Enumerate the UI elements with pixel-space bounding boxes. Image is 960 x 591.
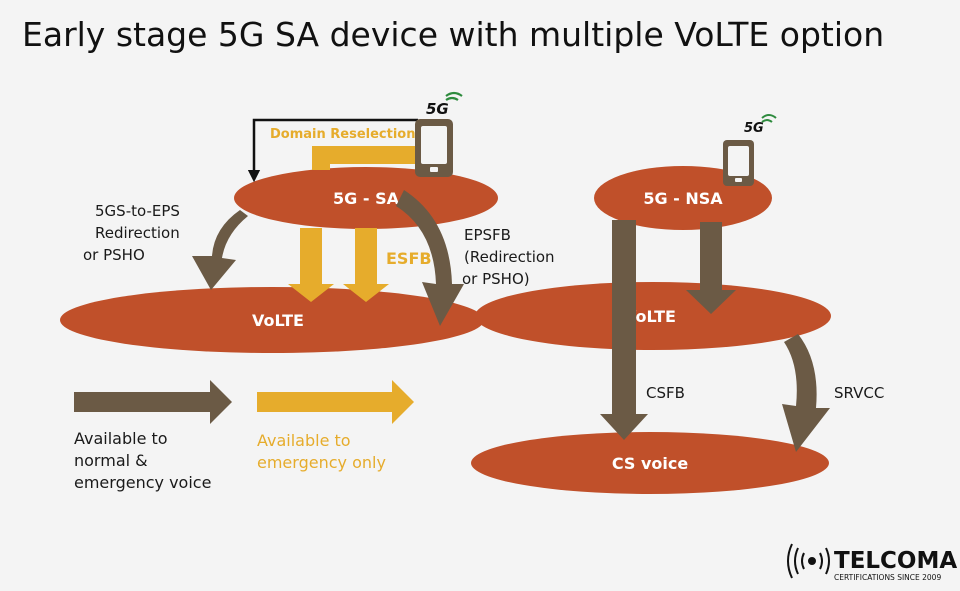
node-5g-sa [234,167,498,229]
legend-emergency-line-1: Available to [257,431,351,450]
epsfb-label-1: EPSFB [464,226,511,244]
node-volte-left-label: VoLTE [252,311,304,330]
signal-icon [761,114,777,123]
legend-normal-line-3: emergency voice [74,473,211,492]
node-volte-left [60,287,484,353]
csfb-label: CSFB [646,384,685,402]
srvcc-label: SRVCC [834,384,884,402]
domain-reselection-gold-loop [312,146,418,170]
epsfb-arrow [396,190,464,326]
legend-brown-arrow [74,380,232,424]
signal-icon [445,91,463,101]
node-cs-voice-label: CS voice [612,454,689,473]
logo-tagline: CERTIFICATIONS SINCE 2009 [834,573,941,582]
epsfb-label-2: (Redirection [464,248,555,266]
node-volte-right-label: VoLTE [624,307,676,326]
nsa-to-volte-arrow [686,222,736,314]
node-5g-nsa-label: 5G - NSA [643,189,723,208]
phone-icon [723,140,754,186]
srvcc-arrow [782,334,830,452]
esfb-arrow-1 [288,228,334,302]
esfb-arrow-2 [343,228,389,302]
gs-to-eps-label-2: Redirection [95,224,180,242]
logo-name: TELCOMA [834,548,957,574]
legend-gold-arrow [257,380,414,424]
esfb-label: ESFB [386,249,432,268]
gs-to-eps-label-3: or PSHO [83,246,145,264]
telcoma-logo: TELCOMA CERTIFICATIONS SINCE 2009 [787,543,957,582]
node-5g-sa-label: 5G - SA [333,189,400,208]
legend-emergency-line-2: emergency only [257,453,386,472]
gs-to-eps-arrow [192,210,248,290]
sa-5g-badge: 5G [426,100,449,118]
page-title: Early stage 5G SA device with multiple V… [22,15,884,54]
gs-to-eps-label-1: 5GS-to-EPS [95,202,180,220]
nsa-to-csvoice-arrow [600,220,648,440]
epsfb-label-3: or PSHO) [462,270,530,288]
legend-normal-line-2: normal & [74,451,148,470]
domain-reselection-label: Domain Reselection [270,127,416,142]
broadcast-icon [787,543,830,579]
domain-reselection-black-arrow [247,118,418,183]
legend-normal-line-1: Available to [74,429,168,448]
node-volte-right [475,282,831,350]
phone-icon [415,119,453,177]
nsa-5g-badge: 5G [744,121,764,136]
node-cs-voice [471,432,829,494]
